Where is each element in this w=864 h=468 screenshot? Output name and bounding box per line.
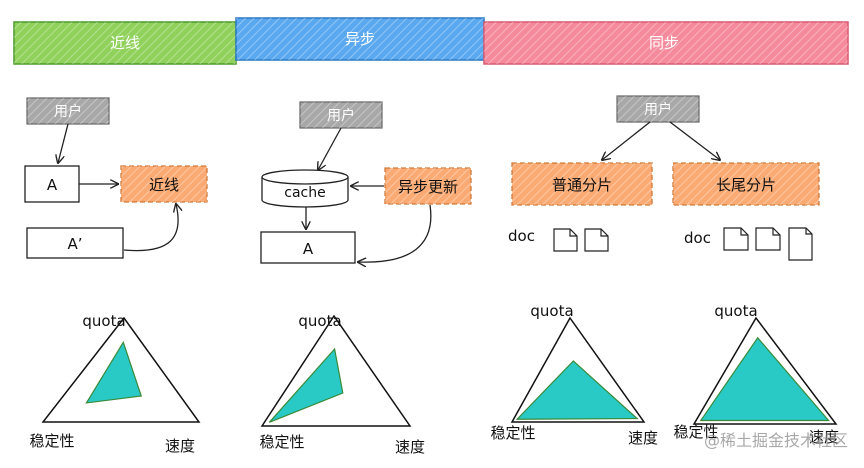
doc-icon [553,228,578,252]
arrow-a-prime-to-nearline [123,204,178,252]
header-sync: 同步 [483,21,849,65]
radar-frame-triangle [41,316,201,423]
arrow-user-to-normal [602,121,651,160]
async-box-a-label: A [303,240,314,258]
radar-label-quota: quota [530,302,573,320]
async-section: 用户 cache 异步更新 A [260,101,472,264]
async-user-label: 用户 [327,107,355,124]
radar-label-stability: 稳定性 [673,423,718,441]
radar-chart: quota 稳定性 速度 [259,312,425,456]
async-cache-cylinder: cache [261,169,349,208]
nearline-target-node: 近线 [120,165,208,203]
sync-longtail-shard-node: 长尾分片 [672,162,820,206]
async-cache-label: cache [284,185,325,201]
async-updater-node: 异步更新 [384,167,472,205]
sync-normal-shard-label: 普通分片 [552,176,612,194]
radar-label-stability: 稳定性 [259,433,304,451]
sync-user-label: 用户 [644,101,672,118]
doc-icon-large [788,227,813,261]
nearline-box-a-prime-label: A’ [67,235,82,253]
async-updater-label: 异步更新 [398,178,458,196]
radar-label-speed: 速度 [628,429,658,447]
nearline-user-label: 用户 [54,103,82,120]
radar-charts: quota稳定性速度quota稳定性速度quota稳定性速度quota稳定性速度 [29,302,839,456]
doc-icon [755,227,781,251]
sync-doc-right-label: doc [684,229,711,247]
arrow-updater-to-a [358,204,432,262]
nearline-target-label: 近线 [149,176,179,194]
doc-icon [723,227,749,251]
radar-value-area [515,360,639,420]
radar-frame-triangle [692,316,838,425]
radar-value-area [268,347,344,423]
radar-frame-triangle [260,314,412,427]
radar-label-speed: 速度 [165,437,195,455]
radar-label-stability: 稳定性 [490,424,535,442]
radar-chart: quota 稳定性 速度 [29,312,201,455]
nearline-box-a-label: A [47,176,58,194]
nearline-box-a: A [24,165,80,203]
header-nearline-label: 近线 [110,34,140,52]
async-user-node: 用户 [299,101,383,129]
sync-doc-left-label: doc [508,227,535,245]
header-async-label: 异步 [345,30,375,48]
radar-chart: quota 稳定性 速度 [490,302,658,447]
arrow-user-to-cache [318,127,342,170]
arrow-user-to-a [58,123,69,163]
nearline-user-node: 用户 [26,97,110,125]
radar-label-quota: quota [82,312,125,330]
nearline-section: 用户 A 近线 A’ [24,97,208,259]
header-sync-label: 同步 [649,34,679,52]
nearline-box-a-prime: A’ [26,227,124,259]
radar-label-quota: quota [298,312,341,330]
radar-label-quota: quota [714,302,757,320]
arrow-user-to-longtail [669,121,720,160]
header-nearline: 近线 [13,21,237,65]
radar-label-stability: 稳定性 [29,432,74,450]
sync-longtail-shard-label: 长尾分片 [716,176,776,194]
sync-normal-shard-node: 普通分片 [511,162,653,206]
watermark-text: @稀土掘金技术社区 [704,431,848,450]
radar-label-speed: 速度 [395,438,425,456]
radar-frame-triangle [510,316,646,423]
radar-value-area [699,336,830,422]
sync-user-node: 用户 [616,95,700,123]
doc-icon [584,228,609,252]
radar-label-speed: 速度 [809,428,839,446]
sync-section: 用户 普通分片 长尾分片 doc doc [508,95,820,261]
radar-value-area [85,340,143,404]
async-box-a: A [260,231,356,264]
header-async: 异步 [235,17,485,61]
radar-chart: quota 稳定性 速度 [673,302,839,446]
